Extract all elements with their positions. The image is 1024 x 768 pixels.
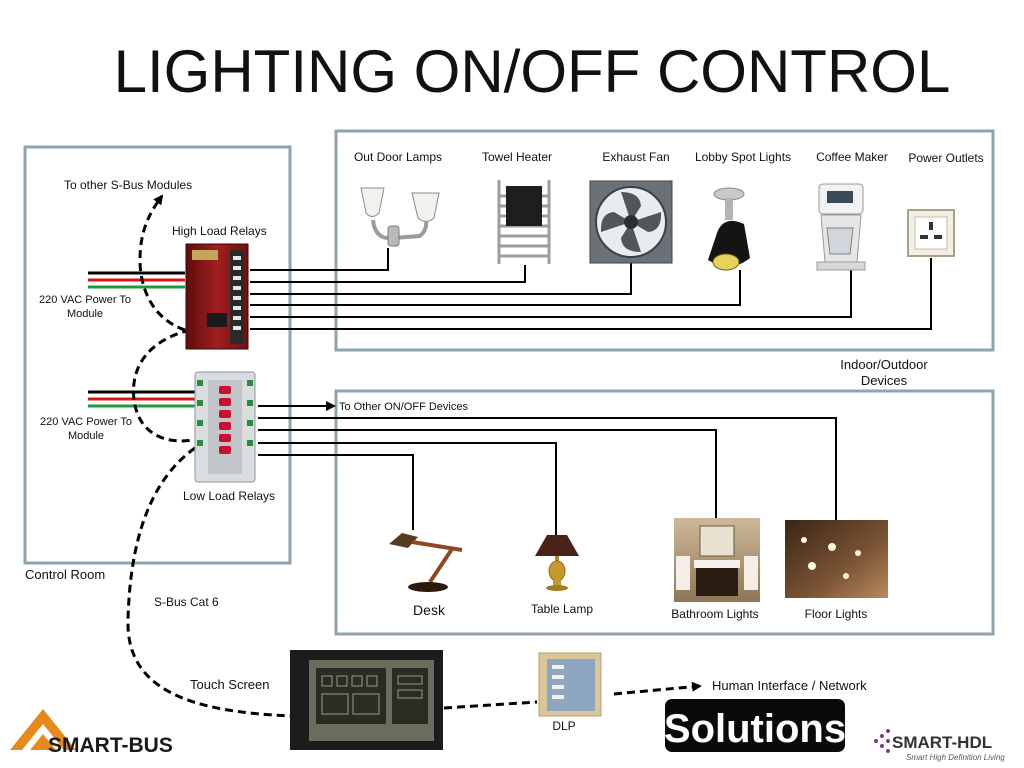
spot-light-icon bbox=[708, 187, 750, 271]
low-load-relay-module bbox=[194, 371, 256, 483]
low-load-wires bbox=[258, 401, 837, 540]
power-feed-low bbox=[88, 390, 195, 408]
high-load-wires bbox=[250, 248, 932, 330]
bathroom-lights-icon bbox=[674, 518, 760, 602]
device-label-coffee-maker: Coffee Maker bbox=[816, 150, 888, 164]
device-label-bathroom-lights: Bathroom Lights bbox=[671, 607, 758, 621]
smart-hdl-tagline: Smart High Definition Living bbox=[906, 753, 1005, 762]
smart-hdl-logo-text: SMART-HDL bbox=[892, 733, 992, 752]
high-load-relays-label: High Load Relays bbox=[172, 224, 267, 238]
device-label-power-outlets: Power Outlets bbox=[908, 151, 983, 165]
sbus-dashed-lines bbox=[126, 194, 702, 718]
towel-heater-icon bbox=[497, 180, 551, 264]
smart-bus-logo: SMART-BUS bbox=[10, 709, 173, 757]
coffee-maker-icon bbox=[816, 183, 866, 271]
control-room-frame bbox=[23, 145, 292, 565]
high-load-relay-module bbox=[185, 243, 249, 350]
exhaust-fan-icon bbox=[589, 180, 673, 264]
page-title: LIGHTING ON/OFF CONTROL bbox=[114, 38, 951, 105]
device-label-out-door-lamps: Out Door Lamps bbox=[354, 150, 442, 164]
control-room-label: Control Room bbox=[25, 567, 105, 582]
solutions-badge bbox=[665, 699, 845, 752]
device-label-towel-heater: Towel Heater bbox=[482, 150, 552, 164]
wall-lamp-icon bbox=[360, 187, 440, 247]
device-label-exhaust-fan: Exhaust Fan bbox=[602, 150, 669, 164]
device-label-lobby-spot-lights: Lobby Spot Lights bbox=[695, 150, 791, 164]
to-other-sbus-label: To other S-Bus Modules bbox=[64, 178, 192, 192]
indoor-outdoor-label-line1: Indoor/Outdoor bbox=[840, 357, 928, 372]
smart-bus-logo-text: SMART-BUS bbox=[48, 734, 173, 757]
device-label-floor-lights: Floor Lights bbox=[805, 607, 868, 621]
power-low-label-line2: Module bbox=[68, 430, 104, 442]
to-other-onoff-label: To Other ON/OFF Devices bbox=[339, 401, 468, 413]
dlp-panel-device bbox=[538, 652, 602, 717]
power-low-label-line1: 220 VAC Power To bbox=[40, 416, 132, 428]
dlp-label: DLP bbox=[552, 719, 575, 733]
touch-screen-device bbox=[290, 650, 443, 750]
power-feed-high bbox=[88, 271, 185, 289]
smart-hdl-logo: SMART-HDL Smart High Definition Living bbox=[874, 729, 1005, 762]
onoff-devices-frame bbox=[334, 389, 995, 636]
solutions-text: Solutions bbox=[664, 707, 846, 751]
floor-lights-icon bbox=[785, 520, 888, 598]
low-load-relays-label: Low Load Relays bbox=[183, 489, 275, 503]
human-interface-label: Human Interface / Network bbox=[712, 678, 867, 693]
device-label-table-lamp: Table Lamp bbox=[531, 602, 593, 616]
device-label-desk: Desk bbox=[413, 602, 446, 618]
indoor-outdoor-frame bbox=[334, 129, 995, 352]
power-high-label-line1: 220 VAC Power To bbox=[39, 294, 131, 306]
power-outlet-icon bbox=[907, 209, 955, 257]
sbus-cat6-label: S-Bus Cat 6 bbox=[154, 595, 219, 609]
touch-screen-label: Touch Screen bbox=[190, 677, 270, 692]
desk-lamp-icon bbox=[388, 530, 466, 596]
power-high-label-line2: Module bbox=[67, 308, 103, 320]
table-lamp-icon bbox=[535, 535, 579, 591]
indoor-outdoor-label-line2: Devices bbox=[861, 373, 908, 388]
